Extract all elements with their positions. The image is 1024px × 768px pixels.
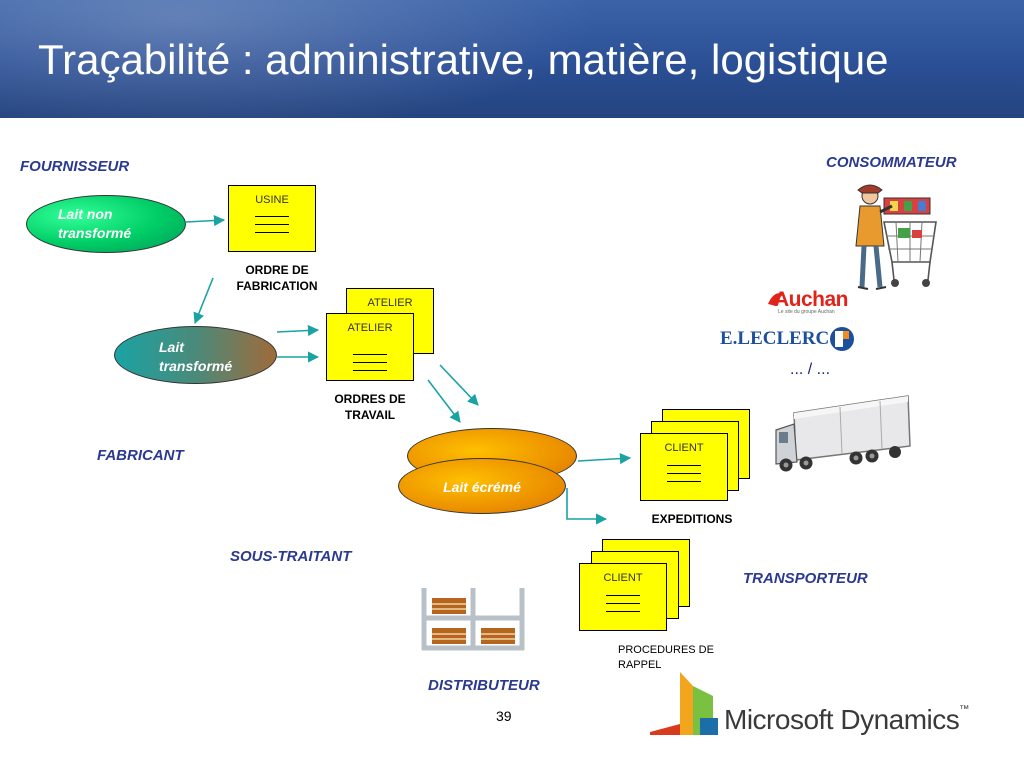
truck-icon: [775, 395, 911, 472]
title-bar: Traçabilité : administrative, matière, l…: [0, 0, 1024, 118]
doc-atelier-lines: [353, 354, 387, 378]
arrow-skim-to-expeditions: [566, 488, 608, 525]
slide-title: Traçabilité : administrative, matière, l…: [38, 36, 889, 83]
doc-client-exp-lines: [667, 465, 701, 489]
lait-transforme-line2: transformé: [159, 358, 233, 374]
caption-ordres-travail: ORDRES DE TRAVAIL: [318, 391, 422, 423]
doc-atelier-front-title: ATELIER: [347, 322, 393, 334]
title-bar-sheen: [0, 0, 600, 118]
arrow-transformed-to-atelier-1: [276, 324, 320, 337]
arrow-usine-to-transformed: [193, 277, 214, 325]
shelf-crates-icon: [432, 598, 515, 644]
doc-atelier-back-title: ATELIER: [367, 297, 413, 309]
doc-client-rap-1: CLIENT: [579, 563, 667, 631]
doc-usine-lines: [255, 216, 289, 240]
caption-procedures-rappel: PROCEDURES DE RAPPEL: [618, 643, 714, 673]
leclerc-emblem-icon: [830, 327, 854, 351]
arrow-skim-to-client: [577, 452, 632, 465]
doc-client-exp-1: CLIENT: [640, 433, 728, 501]
lait-non-transforme-line1: Lait non: [58, 206, 113, 222]
auchan-logo: Auchan: [774, 288, 849, 311]
microsoft-dynamics-tm: ™: [959, 704, 969, 715]
node-lait-transforme: Lait transformé: [114, 326, 277, 384]
leclerc-logo: E.LECLERC: [720, 328, 830, 349]
label-transporteur: TRANSPORTEUR: [743, 570, 868, 587]
arrow-atelier-to-skim-2: [439, 364, 479, 406]
caption-ordre-fabrication-line1: ORDRE DE: [245, 263, 309, 277]
label-distributeur: DISTRIBUTEUR: [428, 677, 540, 694]
retailers-etc: ... / ...: [790, 361, 831, 378]
caption-procedures-rappel-line2: RAPPEL: [618, 659, 662, 671]
lait-transforme-line1: Lait: [159, 339, 184, 355]
doc-client-rap-title: CLIENT: [603, 572, 643, 584]
caption-ordres-travail-line1: ORDRES DE: [334, 392, 406, 406]
page-number: 39: [496, 708, 512, 724]
label-fournisseur: FOURNISSEUR: [20, 158, 130, 175]
caption-expeditions: EXPEDITIONS: [651, 512, 733, 526]
caption-ordres-travail-line2: TRAVAIL: [344, 408, 396, 422]
shopper-icon: [855, 184, 937, 290]
doc-client-rap-lines: [606, 595, 640, 619]
microsoft-dynamics-wordmark: Microsoft Dynamics™: [724, 704, 969, 736]
shelving-icon: [421, 588, 525, 651]
microsoft-dynamics-text: Microsoft Dynamics: [724, 704, 960, 735]
label-consommateur: CONSOMMATEUR: [826, 154, 957, 171]
caption-ordre-fabrication-line2: FABRICATION: [236, 279, 318, 293]
node-lait-ecreme: Lait écrémé: [398, 458, 566, 514]
lait-ecreme-label: Lait écrémé: [443, 479, 521, 495]
microsoft-dynamics-logo-icon: [650, 672, 718, 735]
label-sous-traitant: SOUS-TRAITANT: [230, 548, 352, 565]
caption-procedures-rappel-line1: PROCEDURES DE: [618, 644, 714, 656]
doc-usine: USINE: [228, 185, 316, 252]
arrow-supplier-to-usine: [185, 214, 226, 227]
label-fabricant: FABRICANT: [97, 447, 184, 464]
auchan-bird-icon: [768, 293, 784, 306]
node-lait-non-transforme: Lait non transformé: [26, 195, 186, 253]
doc-client-exp-title: CLIENT: [664, 442, 704, 454]
arrow-atelier-to-skim-1: [427, 379, 461, 423]
doc-usine-title: USINE: [255, 194, 289, 206]
lait-non-transforme-line2: transformé: [58, 225, 132, 241]
auchan-tagline: Le site du groupe Auchan: [778, 309, 835, 315]
doc-atelier-front: ATELIER: [326, 313, 414, 381]
caption-ordre-fabrication: ORDRE DE FABRICATION: [225, 262, 329, 294]
